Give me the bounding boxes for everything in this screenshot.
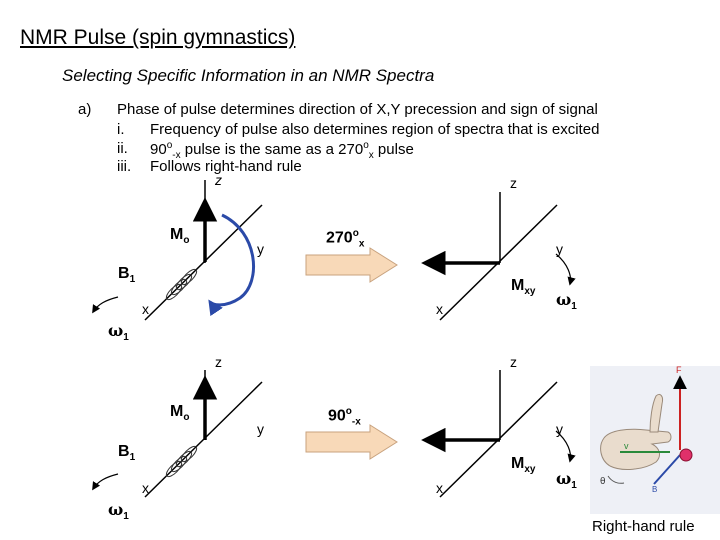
- z-axis-label: z: [510, 354, 517, 370]
- z-axis-label: z: [510, 175, 517, 191]
- pulse-label: 90o-x: [328, 406, 361, 428]
- y-axis-label: y: [257, 421, 264, 437]
- angle-label: θ: [600, 477, 606, 487]
- omega-label: ω1: [108, 321, 129, 343]
- x-axis-label: x: [142, 301, 149, 317]
- x-axis-label: x: [142, 480, 149, 496]
- right-hand-rule-caption: Right-hand rule: [592, 518, 695, 535]
- omega-label: ω1: [556, 290, 577, 312]
- z-axis-label: z: [215, 172, 222, 188]
- frame-top-left: [93, 180, 262, 320]
- mo-label: Mo: [170, 226, 189, 246]
- pulse-label: 270ox: [326, 228, 364, 250]
- right-hand-rule-image: F v B θ: [590, 365, 720, 514]
- frame-bottom-left: [93, 370, 262, 497]
- velocity-label: v: [624, 441, 629, 451]
- z-axis-label: z: [215, 354, 222, 370]
- mxy-label: Mxy: [511, 455, 535, 475]
- omega-label: ω1: [108, 500, 129, 522]
- y-axis-label: y: [257, 241, 264, 257]
- frame-top-right: [426, 192, 570, 320]
- omega-arrow: [556, 254, 570, 284]
- y-axis-label: y: [556, 241, 563, 257]
- omega-arrow: [93, 474, 118, 489]
- omega-arrow: [93, 297, 118, 312]
- charge-icon: [680, 449, 692, 461]
- mo-label: Mo: [170, 403, 189, 423]
- y-axis-label: y: [556, 421, 563, 437]
- pulse-arrow: [306, 248, 397, 282]
- field-label: B: [652, 485, 657, 494]
- b1-label: B1: [118, 443, 135, 463]
- mxy-label: Mxy: [511, 277, 535, 297]
- pulse-arrow: [306, 425, 397, 459]
- force-label: F: [676, 365, 682, 375]
- x-axis-label: x: [436, 301, 443, 317]
- frame-bottom-right: [426, 370, 570, 497]
- omega-label: ω1: [556, 469, 577, 491]
- b1-label: B1: [118, 265, 135, 285]
- rotation-arrow: [210, 215, 254, 305]
- x-axis-label: x: [436, 480, 443, 496]
